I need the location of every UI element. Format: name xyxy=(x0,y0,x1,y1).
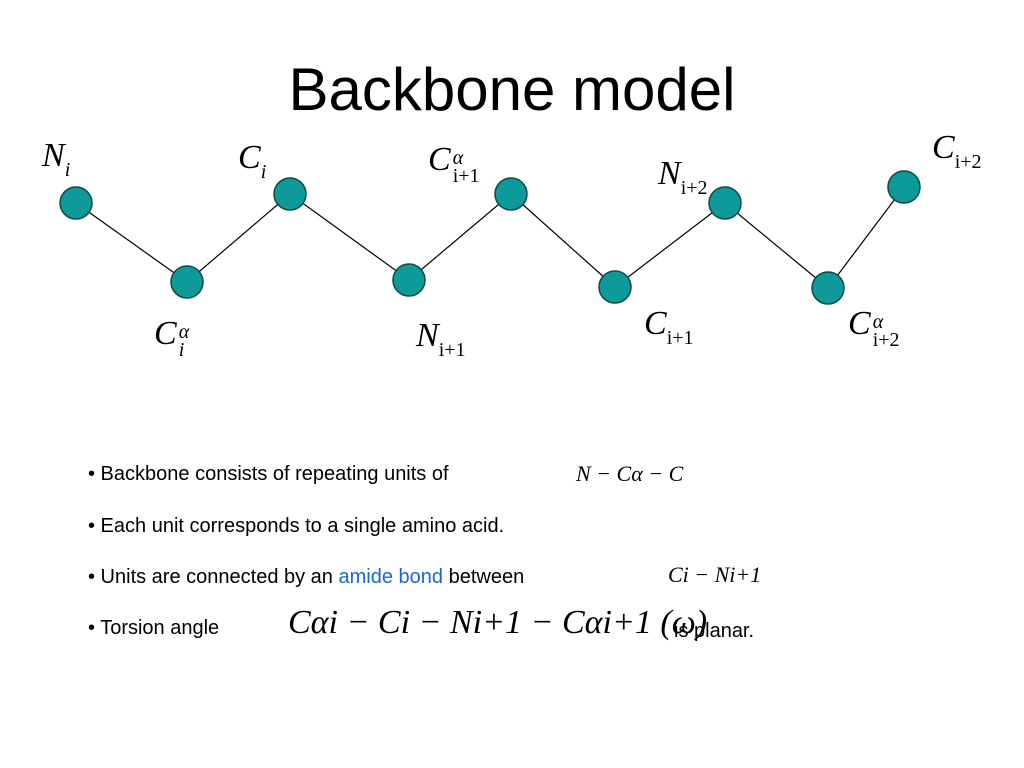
amide-bond-highlight: amide bond xyxy=(338,566,444,588)
bond-ca-i-to-c-i xyxy=(186,193,291,283)
bond-n-i2-to-ca-i2 xyxy=(724,202,829,289)
bond-ca-i1-to-c-i1 xyxy=(510,193,616,288)
formula-torsion-omega: Cαi − Ci − Ni+1 − Cαi+1 (ω) xyxy=(288,604,707,642)
bullet-repeating-units: • Backbone consists of repeating units o… xyxy=(88,463,449,485)
formula-n-ca-c-text: N − Cα − C xyxy=(576,461,684,486)
bonds xyxy=(75,186,905,289)
formula-ci-ni1: Ci − Ni+1 xyxy=(668,562,761,588)
bond-n-i1-to-ca-i1 xyxy=(408,193,512,281)
bullet-torsion-angle: • Torsion angle xyxy=(88,617,220,639)
label-c-i1: Ci+1 xyxy=(644,305,694,349)
formula-torsion-omega-text: Cαi − Ci − Ni+1 − Cαi+1 (ω) xyxy=(288,604,708,641)
bond-c-i-to-n-i1 xyxy=(289,193,410,281)
label-n-i: Ni xyxy=(42,137,71,181)
atom-node-c-i2 xyxy=(887,170,921,204)
slide-title: Backbone model xyxy=(288,56,736,123)
bullet-amino-acid: • Each unit corresponds to a single amin… xyxy=(88,515,505,537)
label-c-i2: Ci+2 xyxy=(932,129,982,173)
formula-ci-ni1-text: Ci − Ni+1 xyxy=(668,562,762,587)
atom-node-ca-i2 xyxy=(811,271,845,305)
formula-n-ca-c: N − Cα − C xyxy=(576,461,683,487)
atom-node-n-i1 xyxy=(392,263,426,297)
bullet-amide-bond: • Units are connected by an amide bond b… xyxy=(88,566,525,588)
atom-node-n-i xyxy=(59,186,93,220)
bond-n-i-to-ca-i xyxy=(75,202,188,283)
atoms xyxy=(59,170,921,305)
atom-node-c-i1 xyxy=(598,270,632,304)
atom-node-c-i xyxy=(273,177,307,211)
label-c-i: Ci xyxy=(238,139,267,183)
atom-node-ca-i xyxy=(170,265,204,299)
atom-node-ca-i1 xyxy=(494,177,528,211)
bond-ca-i2-to-c-i2 xyxy=(827,186,905,289)
bond-c-i1-to-n-i2 xyxy=(614,202,726,288)
label-n-i2: Ni+2 xyxy=(658,155,708,199)
atom-node-n-i2 xyxy=(708,186,742,220)
label-n-i1: Ni+1 xyxy=(416,317,466,361)
bullet-torsion-planar: is planar. xyxy=(674,620,755,642)
